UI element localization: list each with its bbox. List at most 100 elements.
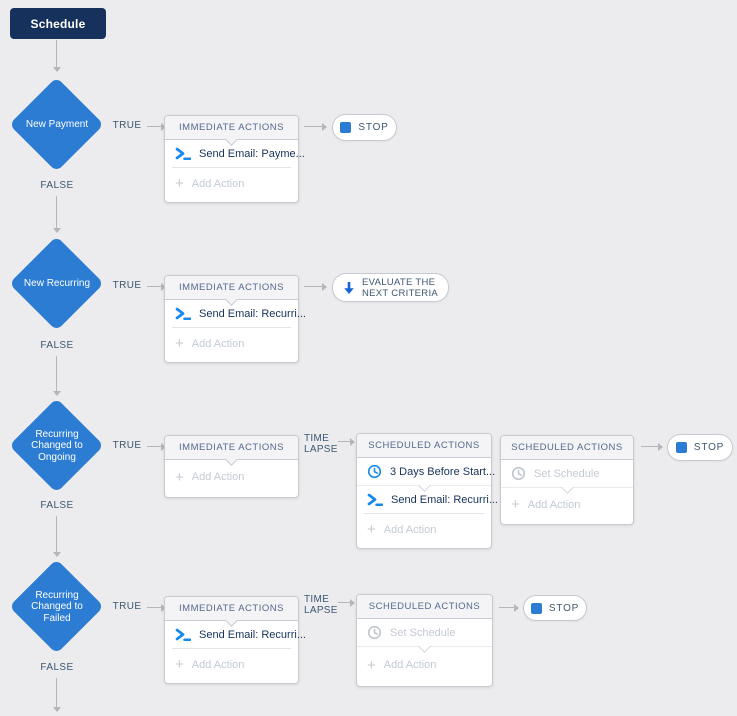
time-lapse-label: TIME LAPSE: [304, 433, 338, 455]
criteria-diamond-recurring-changed-to-ongoing[interactable]: Recurring Changed to Ongoing: [9, 398, 105, 494]
box-header-label: IMMEDIATE ACTIONS: [179, 603, 284, 614]
box-header: IMMEDIATE ACTIONS: [165, 597, 298, 627]
stop-icon: [530, 602, 542, 614]
add-action-button[interactable]: + Add Action: [165, 649, 298, 680]
connector-arrow-right: [304, 122, 327, 131]
action-item-label: Send Email: Recurri...: [199, 628, 306, 641]
box-header-label: SCHEDULED ACTIONS: [368, 440, 480, 451]
action-item-send-email[interactable]: Send Email: Recurri...: [357, 486, 498, 513]
send-email-icon: [175, 628, 191, 641]
plus-icon: +: [175, 175, 184, 192]
action-item-send-email[interactable]: Send Email: Payme...: [165, 140, 305, 167]
box-header: SCHEDULED ACTIONS: [357, 595, 492, 619]
add-action-label: Add Action: [191, 177, 245, 190]
schedule-start-button[interactable]: Schedule: [10, 8, 106, 39]
connector-arrow-down: [52, 678, 61, 712]
action-item-send-email[interactable]: Send Email: Recurri...: [165, 300, 306, 327]
plus-icon: +: [511, 496, 520, 513]
true-label: TRUE: [112, 601, 142, 612]
connector-arrow-right: [499, 603, 519, 612]
stop-icon: [675, 442, 687, 453]
criteria-line: Recurring: [35, 428, 79, 440]
criteria-diamond-recurring-changed-to-failed[interactable]: Recurring Changed to Failed: [9, 559, 105, 655]
criteria-label: Recurring Changed to Ongoing: [9, 398, 105, 494]
false-label: FALSE: [40, 340, 74, 351]
box-header-label: IMMEDIATE ACTIONS: [179, 122, 284, 133]
true-label: TRUE: [112, 280, 142, 291]
immediate-actions-box: IMMEDIATE ACTIONS Send Email: Payme... +…: [164, 115, 305, 203]
action-item-label: Send Email: Recurri...: [199, 307, 306, 320]
criteria-label: Recurring Changed to Failed: [9, 559, 105, 655]
divider: [172, 167, 291, 168]
criteria-diamond-new-recurring[interactable]: New Recurring: [9, 236, 105, 332]
stop-icon: [340, 122, 352, 133]
false-label: FALSE: [40, 180, 74, 191]
box-header-label: IMMEDIATE ACTIONS: [179, 442, 284, 453]
criteria-diamond-new-payment[interactable]: New Payment: [9, 77, 105, 173]
add-action-button[interactable]: + Add Action: [357, 514, 491, 545]
box-header: IMMEDIATE ACTIONS: [165, 276, 298, 306]
set-schedule-button[interactable]: Set Schedule: [501, 460, 633, 494]
set-schedule-button[interactable]: Set Schedule: [357, 619, 492, 653]
connector-arrow-down: [52, 40, 61, 72]
add-action-label: Add Action: [383, 659, 437, 671]
add-action-button[interactable]: + Add Action: [165, 168, 298, 199]
add-action-label: Add Action: [383, 523, 437, 536]
criteria-line: New Recurring: [23, 278, 91, 290]
connector-arrow-right: [338, 437, 355, 446]
plus-icon: +: [175, 656, 184, 673]
send-email-icon: [367, 493, 383, 506]
connector-arrow-down: [52, 516, 61, 557]
add-action-button[interactable]: + Add Action: [357, 647, 492, 683]
connector-arrow-right: [147, 122, 166, 131]
add-action-button[interactable]: + Add Action: [501, 488, 633, 521]
criteria-line: Recurring: [35, 589, 79, 601]
send-email-icon: [175, 307, 191, 320]
false-label: FALSE: [40, 500, 74, 511]
action-item-send-email[interactable]: Send Email: Recurri...: [165, 621, 306, 648]
time-lapse-line2: LAPSE: [304, 605, 338, 616]
criteria-line: New Payment: [25, 119, 89, 131]
scheduled-actions-box: SCHEDULED ACTIONS 3 Days Before Start...…: [356, 433, 498, 549]
false-label: FALSE: [40, 662, 74, 673]
box-header: SCHEDULED ACTIONS: [357, 434, 491, 458]
immediate-actions-box: IMMEDIATE ACTIONS Send Email: Recurri...…: [164, 596, 306, 684]
box-header: IMMEDIATE ACTIONS: [165, 436, 298, 466]
send-email-icon: [175, 147, 191, 160]
stop-label: STOP: [358, 122, 389, 133]
connector-arrow-right: [147, 442, 166, 451]
criteria-label: New Payment: [9, 77, 105, 173]
time-lapse-line2: LAPSE: [304, 444, 338, 455]
clock-icon: [367, 464, 382, 479]
criteria-line: Changed to: [31, 601, 83, 613]
add-action-button[interactable]: + Add Action: [165, 328, 298, 359]
add-action-button[interactable]: + Add Action: [165, 460, 298, 494]
schedule-item-label: 3 Days Before Start...: [390, 465, 496, 478]
connector-arrow-down: [52, 356, 61, 396]
criteria-line: Failed: [43, 612, 71, 624]
plus-icon: +: [175, 468, 184, 486]
add-action-label: Add Action: [191, 471, 245, 483]
stop-label: STOP: [548, 602, 580, 614]
box-header-label: IMMEDIATE ACTIONS: [179, 282, 284, 293]
plus-icon: +: [175, 335, 184, 352]
true-label: TRUE: [112, 120, 142, 131]
criteria-label: New Recurring: [9, 236, 105, 332]
immediate-actions-box: IMMEDIATE ACTIONS + Add Action: [164, 435, 299, 498]
schedule-item[interactable]: 3 Days Before Start...: [357, 458, 495, 492]
connector-arrow-right: [147, 282, 166, 291]
stop-terminal: STOP: [667, 434, 733, 461]
set-schedule-label: Set Schedule: [534, 467, 600, 480]
time-lapse-line1: TIME: [304, 433, 330, 444]
immediate-actions-box: IMMEDIATE ACTIONS Send Email: Recurri...…: [164, 275, 306, 363]
evaluate-next-criteria-terminal: EVALUATE THE NEXT CRITERIA: [332, 273, 450, 302]
time-lapse-label: TIME LAPSE: [304, 594, 338, 616]
connector-arrow-down: [52, 196, 61, 233]
stop-terminal: STOP: [332, 114, 397, 141]
connector-arrow-right: [304, 282, 327, 291]
connector-arrow-right: [147, 603, 166, 612]
evaluate-label: EVALUATE THE NEXT CRITERIA: [362, 277, 438, 299]
box-header-label: SCHEDULED ACTIONS: [511, 442, 623, 453]
action-item-label: Send Email: Recurri...: [391, 493, 498, 506]
